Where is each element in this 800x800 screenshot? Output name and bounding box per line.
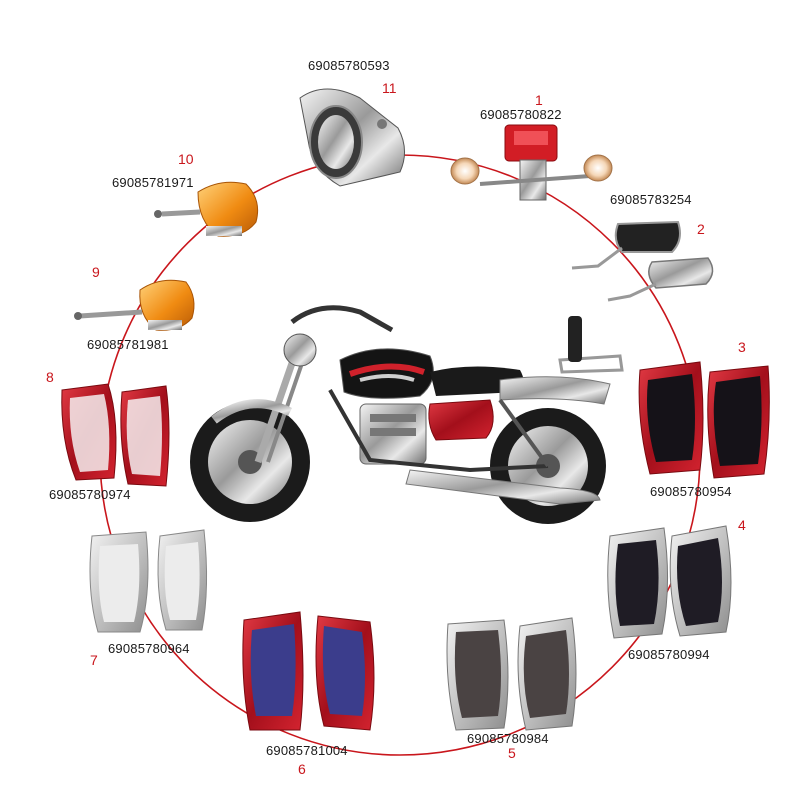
part-code-10: 69085781971	[112, 175, 194, 190]
part-code-1: 69085780822	[480, 107, 562, 122]
side-cover-silver-black-icon	[607, 525, 732, 639]
part-code-2: 69085783254	[610, 192, 692, 207]
part-number-5: 5	[508, 745, 516, 761]
side-cover-silver-icon	[89, 529, 208, 633]
part-code-7: 69085780964	[108, 641, 190, 656]
part-number-10: 10	[178, 151, 194, 167]
turn-signal-icon	[74, 279, 195, 331]
side-cover-red-icon	[61, 383, 170, 487]
part-code-3: 69085780954	[650, 484, 732, 499]
part-number-11: 11	[382, 80, 397, 96]
part-number-8: 8	[46, 369, 54, 385]
part-number-6: 6	[298, 761, 306, 777]
part-code-9: 69085781981	[87, 337, 169, 352]
part-code-6: 69085781004	[266, 743, 348, 758]
part-code-5: 69085780984	[467, 731, 549, 746]
part-number-4: 4	[738, 517, 746, 533]
part-code-11: 69085780593	[308, 58, 390, 73]
headlight-icon	[299, 88, 405, 187]
mirrors-icon	[571, 220, 714, 302]
part-code-8: 69085780974	[49, 487, 131, 502]
part-number-2: 2	[697, 221, 705, 237]
motorcycle-icon	[190, 305, 624, 524]
turn-signal-icon	[154, 181, 259, 237]
part-number-7: 7	[90, 652, 98, 668]
part-code-4: 69085780994	[628, 647, 710, 662]
part-number-1: 1	[535, 92, 543, 108]
side-cover-red-black-icon	[638, 361, 770, 479]
part-number-9: 9	[92, 264, 100, 280]
tail-light-icon	[450, 124, 613, 201]
side-cover-red-blue-icon	[242, 611, 375, 731]
part-number-3: 3	[738, 339, 746, 355]
side-cover-gray-icon	[446, 617, 577, 731]
